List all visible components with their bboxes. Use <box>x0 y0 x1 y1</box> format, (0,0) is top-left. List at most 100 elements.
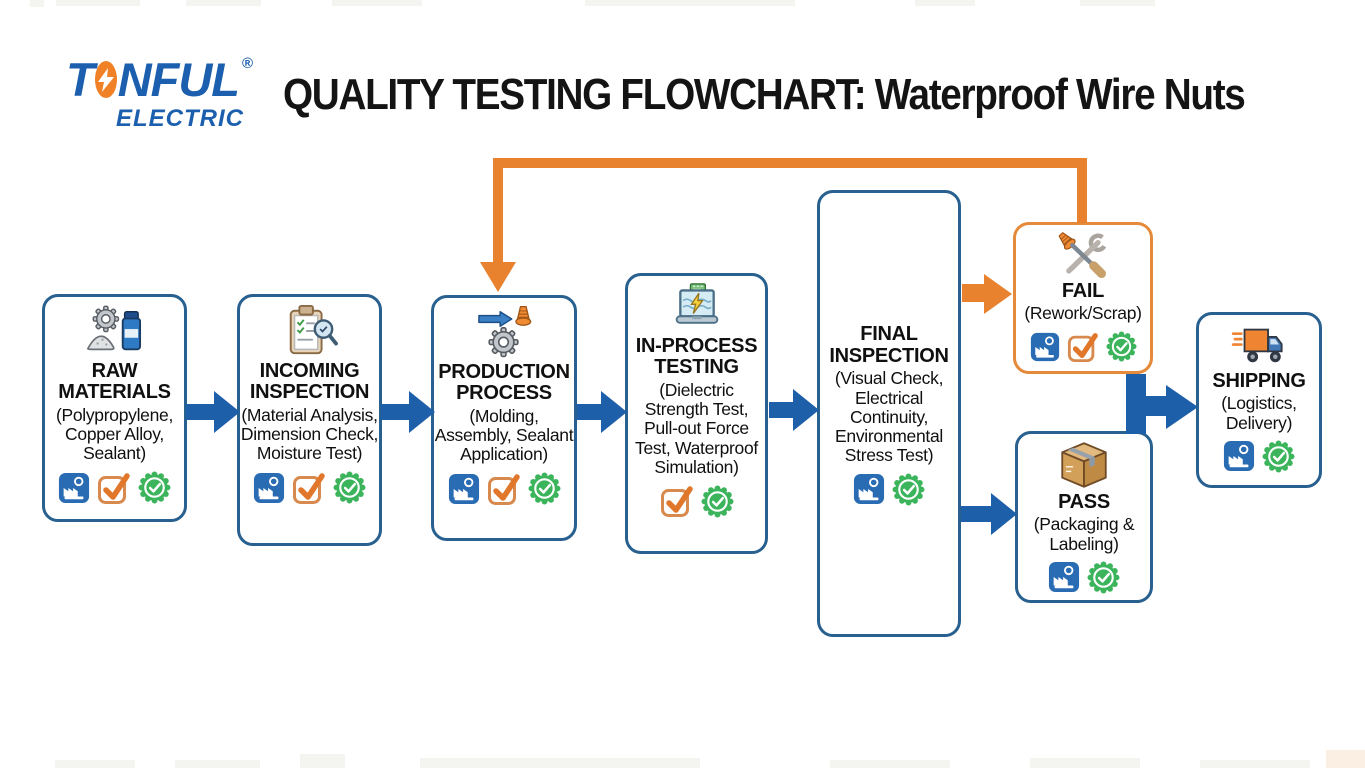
arrowhead-final-to-fail <box>984 274 1012 314</box>
node-subtitle: (Dielectric Strength Test, Pull-out Forc… <box>635 379 758 477</box>
edge-artifact <box>300 754 345 768</box>
node-title: PASS <box>1058 491 1110 513</box>
factory-icon <box>853 473 885 505</box>
arrow-production-to-inprocess <box>577 404 601 420</box>
node-title: PRODUCTION PROCESS <box>438 361 570 405</box>
arrowhead-inprocess-to-final <box>793 389 819 431</box>
node-subtitle: (Material Analysis, Dimension Check, Moi… <box>240 404 379 464</box>
factory-icon <box>253 472 285 504</box>
lightning-bolt-icon <box>94 61 117 98</box>
edge-artifact <box>175 760 260 768</box>
gear-arrow-wirenut-icon <box>473 305 535 359</box>
node-subtitle: (Visual Check, Electrical Continuity, En… <box>834 368 944 466</box>
node-subtitle: (Rework/Scrap) <box>1024 303 1142 324</box>
node-raw-materials: RAW MATERIALS (Polypropylene, Copper All… <box>42 294 187 522</box>
badge-row <box>58 471 171 505</box>
checkbox-icon <box>660 484 694 518</box>
node-title: FAIL <box>1061 280 1105 302</box>
edge-artifact <box>585 0 795 6</box>
node-title: RAW MATERIALS <box>58 360 171 404</box>
checkbox-icon <box>292 471 326 505</box>
feedback-loop-arrowhead <box>480 262 516 292</box>
node-title: IN-PROCESS TESTING <box>635 335 758 379</box>
registered-trademark: ® <box>242 55 253 72</box>
logo-part1: T <box>66 53 95 106</box>
company-logo: T NFUL® ELECTRIC <box>66 53 253 133</box>
node-in-process-testing: IN-PROCESS TESTING (Dielectric Strength … <box>625 273 768 554</box>
carton-box-icon <box>1055 441 1113 489</box>
arrowhead-pass-to-shipping <box>1166 385 1198 429</box>
badge-row <box>448 472 561 506</box>
badge-row <box>853 473 925 506</box>
laptop-lightning-icon <box>667 283 727 333</box>
edge-artifact <box>186 0 261 6</box>
node-pass: PASS (Packaging & Labeling) <box>1015 431 1153 603</box>
arrowhead-raw-to-incoming <box>214 391 240 433</box>
node-subtitle: (Packaging & Labeling) <box>1033 514 1135 554</box>
logo-subtitle: ELECTRIC <box>116 105 244 132</box>
badge-row <box>1223 440 1295 473</box>
arrow-pass-to-shipping <box>1126 396 1166 416</box>
gear-powder-bottle-icon <box>84 304 146 358</box>
seal-badge-icon <box>1106 331 1137 362</box>
factory-icon <box>1223 440 1255 472</box>
feedback-loop-right-segment <box>1077 162 1087 223</box>
edge-artifact <box>55 760 135 768</box>
logo-part2: NFUL <box>117 53 240 106</box>
badge-row <box>660 484 734 518</box>
node-title: SHIPPING <box>1212 370 1306 392</box>
arrow-final-to-pass <box>961 506 991 522</box>
delivery-truck-icon <box>1230 322 1288 368</box>
edge-artifact <box>56 0 140 6</box>
seal-badge-icon <box>892 473 925 506</box>
node-title: FINAL INSPECTION <box>829 323 949 367</box>
feedback-loop-left-segment <box>493 158 503 262</box>
seal-badge-icon <box>701 485 734 518</box>
feedback-loop-top-segment <box>493 158 1087 168</box>
seal-badge-icon <box>138 471 171 504</box>
crossed-tools-icon <box>1055 229 1111 278</box>
edge-artifact <box>1326 750 1365 768</box>
seal-badge-icon <box>333 471 366 504</box>
node-subtitle: (Molding, Assembly, Sealant Application) <box>434 405 574 465</box>
badge-row <box>1030 331 1137 363</box>
arrow-inprocess-to-final <box>769 402 793 418</box>
badge-row <box>253 471 366 505</box>
arrowhead-incoming-to-production <box>409 391 435 433</box>
node-fail: FAIL (Rework/Scrap) <box>1013 222 1153 374</box>
checkbox-icon <box>97 471 131 505</box>
factory-icon <box>1048 561 1080 593</box>
arrowhead-final-to-pass <box>991 493 1017 535</box>
checkbox-icon <box>487 472 521 506</box>
factory-icon <box>1030 332 1060 362</box>
arrow-raw-to-incoming <box>186 404 214 420</box>
checkbox-icon <box>1067 331 1099 363</box>
badge-row <box>1048 561 1120 594</box>
arrowhead-production-to-inprocess <box>601 391 627 433</box>
page-title: QUALITY TESTING FLOWCHART: Waterproof Wi… <box>283 70 1246 119</box>
logo-wordmark: T NFUL® <box>66 53 253 106</box>
arrow-final-to-fail <box>962 284 984 302</box>
node-production-process: PRODUCTION PROCESS (Molding, Assembly, S… <box>431 295 577 541</box>
edge-artifact <box>30 0 44 7</box>
clipboard-magnifier-icon <box>279 304 341 358</box>
factory-icon <box>58 472 90 504</box>
node-subtitle: (Logistics, Delivery) <box>1221 393 1297 433</box>
edge-artifact <box>830 760 950 768</box>
node-final-inspection: FINAL INSPECTION (Visual Check, Electric… <box>817 190 961 637</box>
node-title: INCOMING INSPECTION <box>249 360 370 404</box>
edge-artifact <box>1030 758 1140 768</box>
edge-artifact <box>915 0 975 6</box>
node-subtitle: (Polypropylene, Copper Alloy, Sealant) <box>55 404 174 464</box>
factory-icon <box>448 473 480 505</box>
seal-badge-icon <box>1262 440 1295 473</box>
arrow-incoming-to-production <box>381 404 409 420</box>
edge-artifact <box>1200 760 1310 768</box>
node-shipping: SHIPPING (Logistics, Delivery) <box>1196 312 1322 488</box>
seal-badge-icon <box>1087 561 1120 594</box>
edge-artifact <box>332 0 422 6</box>
node-incoming-inspection: INCOMING INSPECTION (Material Analysis, … <box>237 294 382 546</box>
seal-badge-icon <box>528 472 561 505</box>
edge-artifact <box>420 758 700 768</box>
